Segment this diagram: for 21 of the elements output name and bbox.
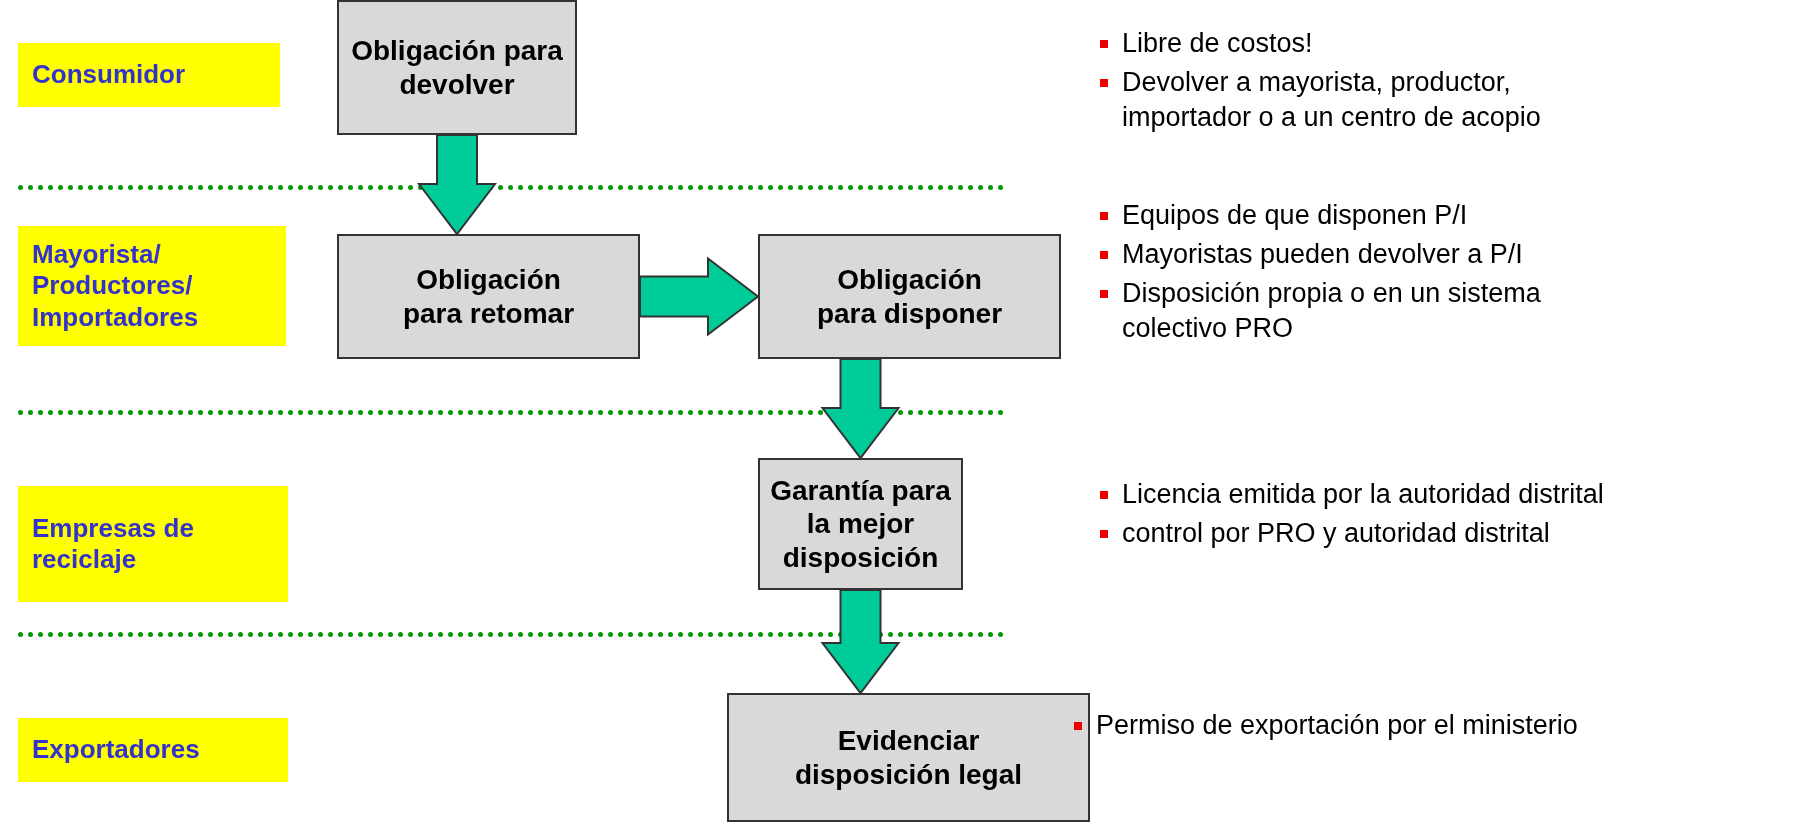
block-arrow [639, 256, 760, 337]
bullet-text: Licencia emitida por la autoridad distrital [1122, 478, 1604, 511]
process-box: Garantía para la mejor disposición [758, 458, 963, 590]
bullet-text: Devolver a mayorista, productor, importador o a un centro de acopio [1122, 66, 1542, 135]
bullet-text: Libre de costos! [1122, 27, 1313, 60]
block-arrow [820, 589, 901, 695]
process-box: Obligación para disponer [758, 234, 1061, 359]
lane-label: Mayorista/ Productores/ Importadores [18, 226, 286, 346]
process-box: Evidenciar disposición legal [727, 693, 1090, 822]
bullet-text: Mayoristas pueden devolver a P/I [1122, 238, 1523, 272]
process-box: Obligación para devolver [337, 0, 577, 135]
bullet-text: Permiso de exportación por el ministerio [1096, 709, 1578, 742]
bullet-text: control por PRO y autoridad distrital [1122, 517, 1550, 551]
bullet-text: Disposición propia o en un sistema colectivo PRO [1122, 277, 1542, 346]
process-box: Obligación para retomar [337, 234, 640, 359]
lane-label: Exportadores [18, 718, 288, 782]
block-arrow [417, 134, 497, 236]
bullet-text: Equipos de que disponen P/I [1122, 199, 1468, 232]
lane-label: Empresas de reciclaje [18, 486, 288, 602]
block-arrow [820, 358, 901, 460]
lane-label: Consumidor [18, 43, 280, 107]
